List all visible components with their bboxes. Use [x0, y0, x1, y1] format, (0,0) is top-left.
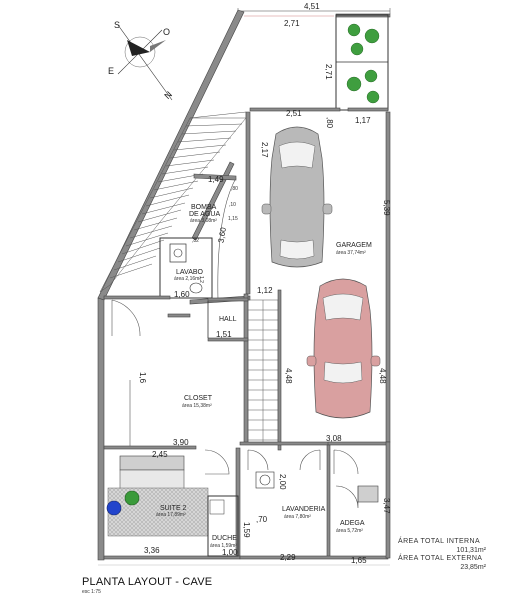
- dim-right-539: 5,39: [382, 200, 391, 216]
- lamp-green-icon: [124, 490, 140, 506]
- dim-laund-229: 2,29: [280, 553, 296, 562]
- dim-hall-151: 1,51: [216, 330, 232, 339]
- room-name-suite: SUITE 2: [160, 505, 187, 512]
- dim-shower-100: 1,00: [222, 548, 238, 557]
- laundry-door-right: [299, 449, 321, 471]
- room-name-closet: CLOSET: [184, 395, 213, 402]
- shower-tray-icon: [209, 499, 225, 515]
- compass-west: O: [163, 27, 170, 37]
- dim-top-inner: 2,71: [284, 19, 300, 28]
- compass-north: N: [162, 89, 174, 101]
- room-name-adega: ADEGA: [340, 520, 365, 527]
- ramp-stairs: [99, 111, 247, 293]
- dim-right-448: 4,48: [378, 368, 387, 384]
- car-red: [306, 278, 381, 419]
- laundry: 3,08 2,00 ,70 LAVANDERIA área 7,80m² 2,2…: [239, 434, 389, 562]
- room-name-pump-1: BOMBA: [191, 204, 217, 211]
- suite-door: [204, 449, 230, 475]
- dim-garage-top: 2,51: [286, 109, 302, 118]
- hall: 1,12 HALL 1,51: [207, 286, 273, 445]
- room-area-pump: área 3,08m²: [190, 218, 217, 224]
- dim-lav-160: 1,60: [174, 290, 190, 299]
- dim-cellar-side: 3,47: [382, 498, 391, 514]
- toilet-icon: [189, 282, 203, 294]
- plan-scale: esc 1:75: [82, 589, 101, 595]
- dim-laund-70: ,70: [256, 515, 268, 524]
- plant-icon: [346, 23, 380, 104]
- dim-top-total: 4,51: [304, 2, 320, 11]
- wine-rack: [357, 485, 379, 503]
- dim-closet-side: 1,6: [138, 372, 147, 384]
- dim-pump-r1: ,80: [231, 186, 238, 192]
- lamp-blue-icon: [106, 500, 122, 516]
- room-area-lavanderia: área 7,80m²: [284, 514, 311, 520]
- room-area-duche: área 1,59m²: [210, 543, 237, 549]
- dim-stair-448: 4,48: [284, 368, 293, 384]
- closet-door: [111, 299, 141, 337]
- compass-south: S: [114, 20, 120, 30]
- area-external-label: ÁREA TOTAL EXTERNA: [398, 555, 483, 562]
- cellar-door: [333, 449, 359, 475]
- room-area-lavabo: área 2,16m²: [174, 276, 201, 282]
- room-area-closet: área 15,38m²: [182, 403, 212, 409]
- laundry-door: [247, 449, 269, 471]
- planter-plants: [346, 23, 380, 104]
- dim-pump-149: 1,49: [208, 175, 224, 184]
- cellar: 3,47 ADEGA área 5,72m² 1,65: [333, 441, 391, 565]
- dim-planter-side: 2,71: [324, 64, 333, 80]
- dim-left-217: 2,17: [260, 142, 269, 158]
- dim-cellar-165: 1,65: [351, 556, 367, 565]
- room-area-suite: área 17,89m²: [156, 512, 186, 518]
- pump-room: 1,49 ,80 ,10 1,15 3,60 BOMBA DE AGUA áre…: [189, 161, 238, 301]
- dim-shower-159: 1,59: [242, 522, 251, 538]
- dim-laund-200: 2,00: [278, 474, 287, 490]
- area-summary: ÁREA TOTAL INTERNA 101,31m² ÁREA TOTAL E…: [398, 538, 486, 572]
- dim-lav-82: ,82: [192, 238, 199, 244]
- dim-laund-308: 3,08: [326, 434, 342, 443]
- compass: S O E N: [108, 20, 174, 101]
- shower: 1,59 DUCHE área 1,59m² 1,00: [207, 495, 251, 557]
- room-name-lavabo: LAVABO: [176, 269, 204, 276]
- dim-suite-336: 3,36: [144, 546, 160, 555]
- dim-closet-390: 3,90: [173, 438, 189, 447]
- rug: [107, 487, 209, 537]
- room-name-hall: HALL: [219, 316, 237, 323]
- washer-icon: [255, 471, 275, 489]
- room-name-garagem: GARAGEM: [336, 242, 372, 249]
- lavabo: ,82 1,2 LAVABO área 2,16m² 1,60: [159, 237, 213, 299]
- closet: 1,6 CLOSET área 15,38m² 3,90: [97, 295, 213, 561]
- sink-icon: [169, 243, 187, 263]
- room-name-lavanderia: LAVANDERIA: [282, 506, 326, 513]
- title-block: PLANTA LAYOUT - CAVE esc 1:75: [82, 576, 212, 595]
- area-internal-label: ÁREA TOTAL INTERNA: [398, 538, 481, 545]
- compass-needle: [127, 40, 150, 56]
- area-external-value: 23,85m²: [460, 563, 486, 571]
- room-area-garagem: área 37,74m²: [336, 250, 366, 256]
- dim-pump-360: 3,60: [216, 226, 228, 243]
- dim-gap-80: ,80: [325, 117, 334, 129]
- dim-hall-112: 1,12: [257, 286, 273, 295]
- room-name-duche: DUCHE: [212, 535, 237, 542]
- room-area-adega: área 5,72m²: [336, 528, 363, 534]
- dim-right-117: 1,17: [355, 116, 371, 125]
- dim-suite-245: 2,45: [152, 450, 168, 459]
- car-grey: [261, 126, 333, 268]
- room-name-pump-2: DE AGUA: [189, 211, 220, 218]
- dim-lav-side: 1,2: [198, 276, 204, 283]
- compass-east: E: [108, 66, 114, 76]
- area-internal-value: 101,31m²: [456, 546, 486, 554]
- dim-pump-r2: ,10: [229, 202, 236, 208]
- plan-title: PLANTA LAYOUT - CAVE: [82, 576, 213, 588]
- dim-pump-r3: 1,15: [228, 216, 238, 222]
- interior-stairs: [247, 299, 279, 445]
